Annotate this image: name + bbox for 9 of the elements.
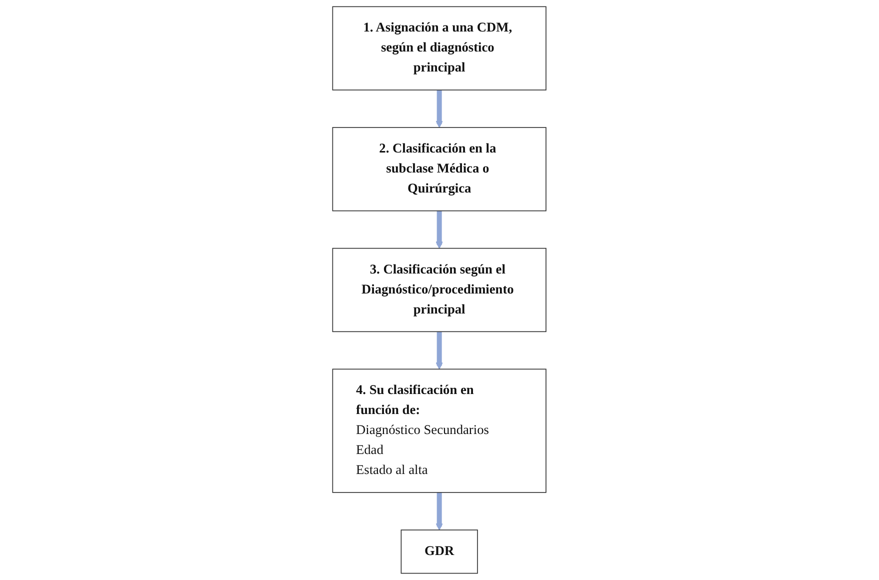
node-box: GDR (400, 530, 478, 574)
node-box: 3. Clasificación según el Diagnóstico/procedimiento principal (332, 248, 547, 332)
arrow (436, 90, 444, 128)
arrow (436, 332, 444, 370)
arrow (436, 492, 444, 530)
node-box: 4. Su clasificación en función de: Diagnóstico Secundarios Edad Estado al alta (332, 368, 547, 493)
node-box: 2. Clasificación en la subclase Médica o Quirúrgica (332, 127, 547, 212)
arrow (436, 210, 444, 249)
node-box: 1. Asignación a una CDM, según el diagnóstico principal (332, 6, 547, 90)
